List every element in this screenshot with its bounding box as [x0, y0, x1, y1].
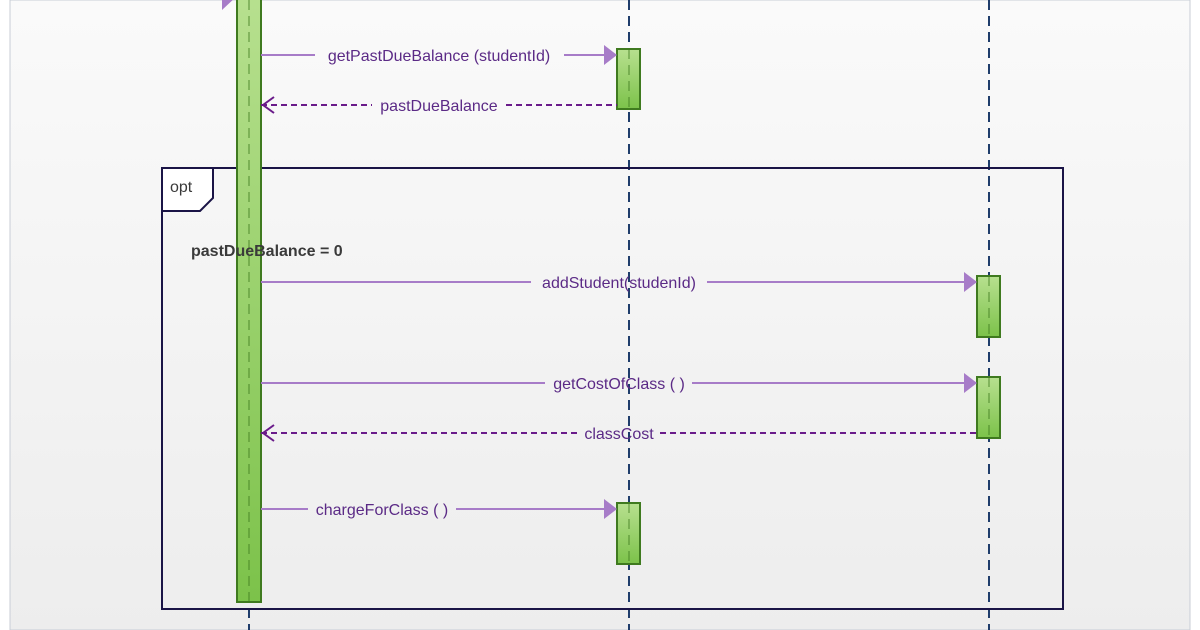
message-label: getCostOfClass ( ) [553, 376, 685, 393]
message-charge-for-class: chargeForClass ( ) [261, 499, 617, 519]
fragment-guard: pastDueBalance = 0 [191, 243, 343, 260]
incoming-arrow-head [222, 0, 233, 10]
message-add-student: addStudent(studenId) [261, 272, 977, 292]
fragment-operator: opt [170, 179, 193, 196]
message-label: classCost [584, 426, 654, 443]
diagram-background [9, 0, 1191, 630]
message-class-cost-return: classCost [261, 424, 977, 443]
message-label: pastDueBalance [380, 98, 498, 115]
opt-fragment [161, 167, 1064, 610]
message-label: chargeForClass ( ) [316, 502, 448, 519]
arrow-head-filled [604, 45, 617, 65]
arrow-head-filled [964, 272, 977, 292]
arrow-head-open [261, 424, 275, 442]
message-label: addStudent(studenId) [542, 275, 696, 292]
arrow-head-filled [604, 499, 617, 519]
arrow-head-open [261, 96, 275, 114]
message-label: getPastDueBalance (studentId) [328, 48, 550, 65]
arrow-head-filled [964, 373, 977, 393]
opt-fragment-tab [161, 167, 214, 212]
message-past-due-balance-return: pastDueBalance [261, 96, 617, 115]
activation-student [236, 0, 262, 603]
message-get-past-due-balance: getPastDueBalance (studentId) [261, 45, 617, 65]
message-get-cost-of-class: getCostOfClass ( ) [261, 373, 977, 393]
